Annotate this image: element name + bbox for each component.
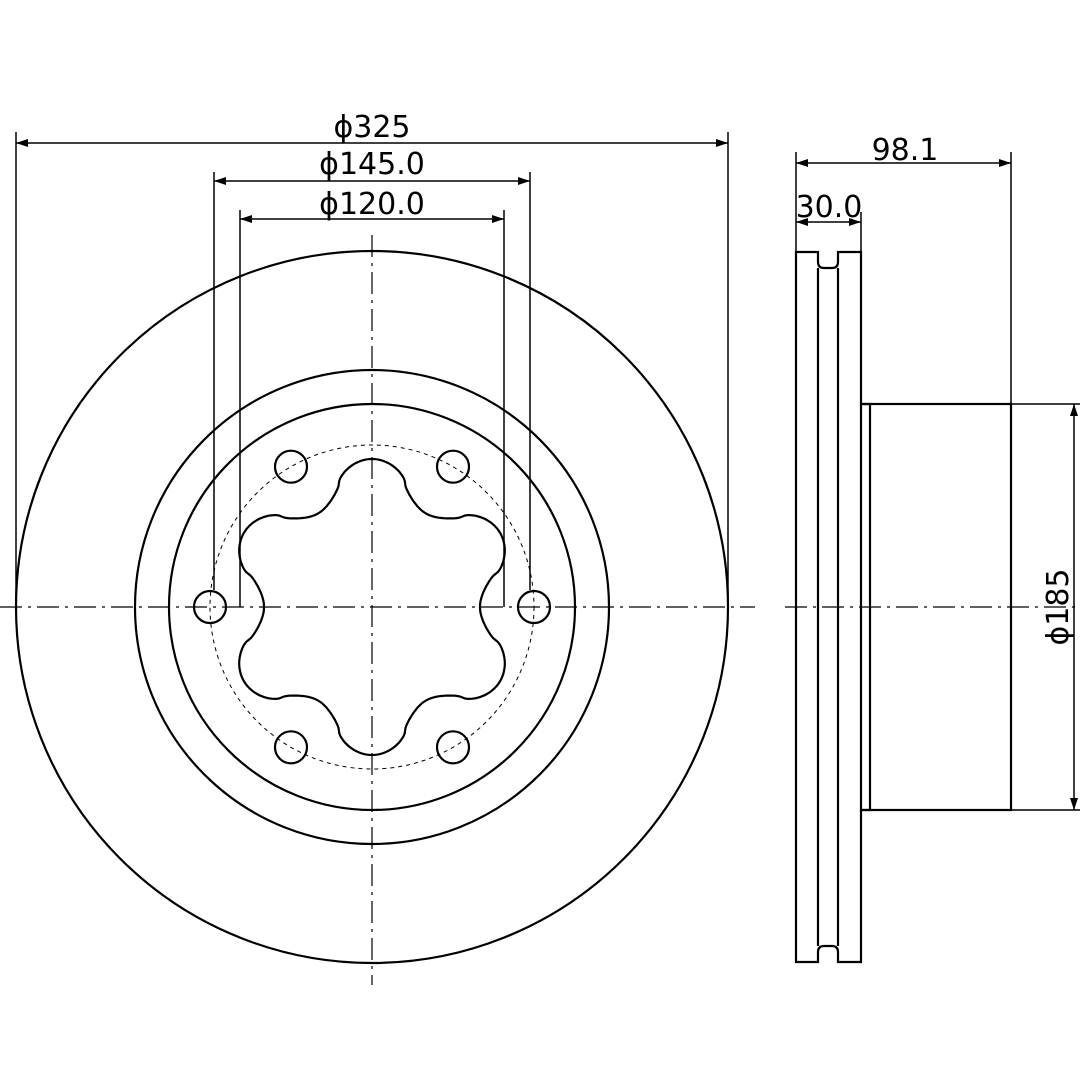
dim-label-145: ϕ145.0 [319,147,425,182]
bolt-hole [435,449,471,484]
bolt-hole [192,589,228,625]
front-view: ϕ325 ϕ145.0 ϕ120.0 [0,110,755,985]
bolt-hole [273,449,309,484]
side-view: 98.1 30.0 ϕ185 [785,133,1080,964]
hat-section [859,402,1013,812]
bolt-circle [209,444,535,770]
dim-label-98: 98.1 [872,133,939,168]
hat-outer-circle [167,402,577,812]
bolt-hole [273,730,309,765]
dim-label-325: ϕ325 [333,110,410,145]
dim-label-120: ϕ120.0 [319,187,425,222]
bolt-hole [435,730,471,765]
friction-ring-inner-circle [133,368,611,846]
center-bore-outline [238,457,506,757]
dim-label-185: ϕ185 [1041,568,1076,645]
bolt-holes [192,449,552,765]
dim-label-30: 30.0 [796,190,863,225]
bolt-hole [516,589,552,625]
